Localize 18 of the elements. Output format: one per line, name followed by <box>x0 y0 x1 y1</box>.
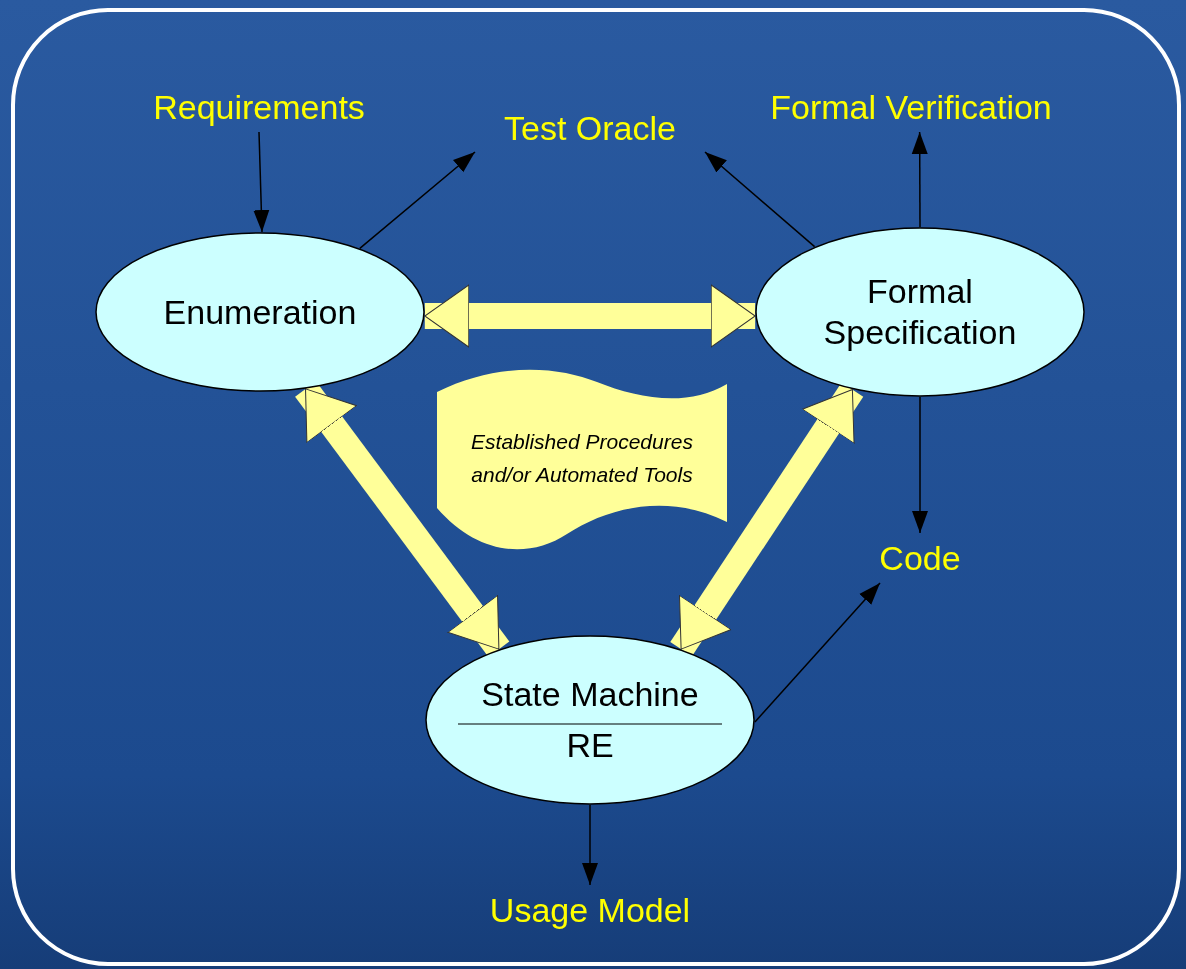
arrow <box>253 131 270 233</box>
arrow <box>582 804 598 886</box>
label-text: Test Oracle <box>504 108 676 148</box>
label-text: Usage Model <box>489 890 691 930</box>
node-label: RE <box>566 725 614 766</box>
arrow <box>704 151 816 248</box>
double-arrow <box>424 284 756 348</box>
node-label: State Machine <box>481 674 699 715</box>
arrow <box>754 582 881 723</box>
node-label: Enumeration <box>163 291 357 333</box>
node-label: Formal Specification <box>822 271 1018 353</box>
label-text: Code <box>879 538 961 578</box>
node-label: Established Procedures and/or Automated Tools <box>470 429 694 488</box>
label-text: Requirements <box>153 87 365 127</box>
arrow <box>359 151 476 250</box>
arrow <box>911 131 928 228</box>
label-text: Formal Verification <box>770 87 1052 127</box>
arrow <box>912 396 928 534</box>
